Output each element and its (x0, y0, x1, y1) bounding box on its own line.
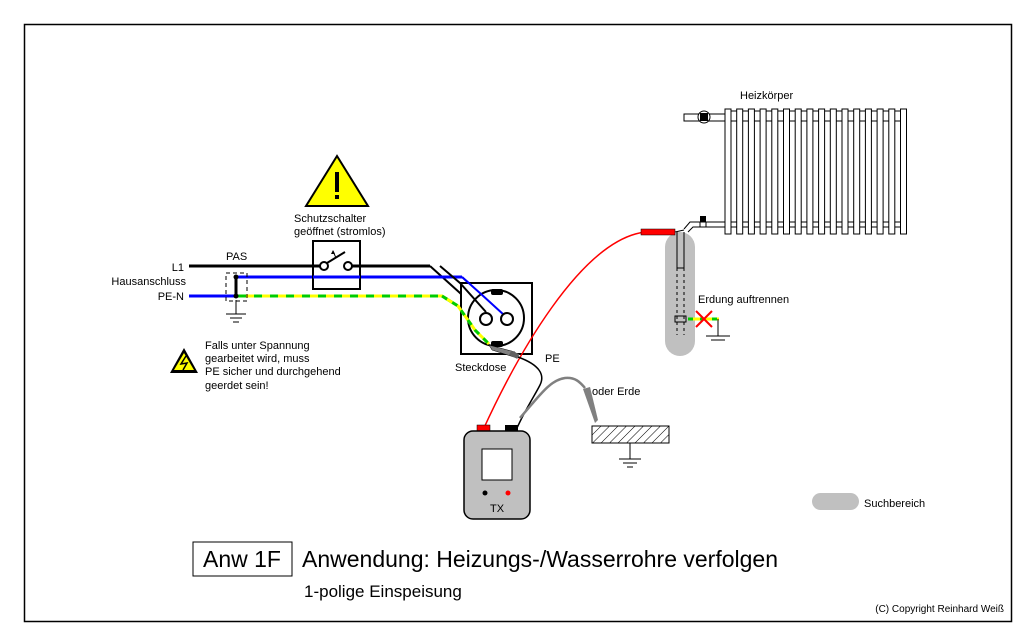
wire-pe (238, 294, 490, 346)
radiator-fins (724, 108, 907, 235)
red-probe (640, 228, 676, 236)
switch-open-icon (319, 250, 353, 271)
page-subtitle: 1-polige Einspeisung (304, 582, 462, 601)
label-pe-n: PE-N (158, 291, 184, 303)
radiator-fin (853, 108, 861, 235)
radiator-fin (829, 108, 837, 235)
circuit-breaker: Schutzschalter geöffnet (stromlos) (189, 154, 430, 290)
warning-line-2: gearbeitet wird, muss (205, 353, 310, 365)
warning-note: Falls unter Spannung gearbeitet wird, mu… (170, 340, 341, 392)
ground-icon (706, 319, 730, 341)
warning-line-3: PE sicher und durchgehend (205, 366, 341, 378)
label-steckdose: Steckdose (455, 362, 506, 374)
radiator-fin (783, 108, 790, 235)
label-hausanschluss: Hausanschluss (111, 276, 186, 288)
socket-pin-hole-left (479, 312, 493, 326)
transmitter-display (481, 448, 513, 481)
earth-lead: oder Erde (519, 376, 640, 423)
black-led-icon (482, 490, 488, 496)
ground-icon (226, 300, 246, 323)
radiator-fin (736, 108, 744, 235)
title-badge: Anw 1F (203, 546, 281, 572)
cross-icon (695, 310, 713, 328)
title-badge-box (192, 541, 293, 577)
radiator-fin (864, 108, 872, 235)
legend-search-area-label: Suchbereich (864, 498, 925, 510)
label-heizkoerper: Heizkörper (740, 90, 794, 102)
label-tx: TX (490, 503, 505, 515)
socket-pin-hole-right (500, 312, 514, 326)
ground-icon (619, 443, 641, 468)
gray-lead (519, 376, 586, 419)
earth-electrode (591, 425, 670, 468)
diagram-frame (23, 23, 1013, 623)
high-voltage-icon (170, 348, 198, 373)
pipe-clamp (674, 315, 687, 323)
radiator-fin (806, 108, 814, 235)
search-area-pipe (665, 232, 695, 356)
radiator-fin (818, 108, 826, 235)
radiator-fin (888, 108, 896, 235)
radiator-fin (747, 108, 755, 235)
title-block: Anw 1F Anwendung: Heizungs-/Wasserrohre … (192, 541, 778, 601)
page-title: Anwendung: Heizungs-/Wasserrohre verfolg… (302, 546, 778, 572)
gray-probe-earth (583, 387, 598, 423)
label-l1: L1 (172, 262, 184, 274)
copyright: (C) Copyright Reinhard Weiß (875, 604, 1004, 615)
radiator-fin (759, 108, 767, 235)
earth-disconnect: Erdung auftrennen (688, 294, 789, 341)
radiator-fin (771, 108, 779, 235)
label-geoeffnet: geöffnet (stromlos) (294, 226, 386, 238)
label-pe: PE (545, 353, 560, 365)
radiator: Heizkörper (674, 90, 907, 335)
radiator-fin (841, 108, 849, 235)
pe-lead (488, 344, 543, 429)
socket: Steckdose PE (439, 265, 560, 374)
black-terminal (505, 425, 518, 431)
transmitter-device: TX (463, 424, 531, 520)
radiator-fin (876, 108, 884, 235)
legend-search-area-swatch (812, 493, 859, 510)
radiator-fin (724, 108, 732, 235)
red-led-icon (505, 490, 511, 496)
red-terminal (476, 424, 491, 432)
signal-lead-red (482, 231, 646, 431)
label-erdung-auftrennen: Erdung auftrennen (698, 294, 789, 306)
warning-line-1: Falls unter Spannung (205, 340, 310, 352)
label-oder-erde: oder Erde (592, 386, 640, 398)
radiator-fin (900, 108, 907, 235)
legend: Suchbereich (812, 493, 925, 510)
label-schutzschalter: Schutzschalter (294, 213, 366, 225)
warning-line-4: geerdet sein! (205, 380, 269, 392)
radiator-fin (794, 108, 802, 235)
label-pas: PAS (226, 251, 247, 263)
